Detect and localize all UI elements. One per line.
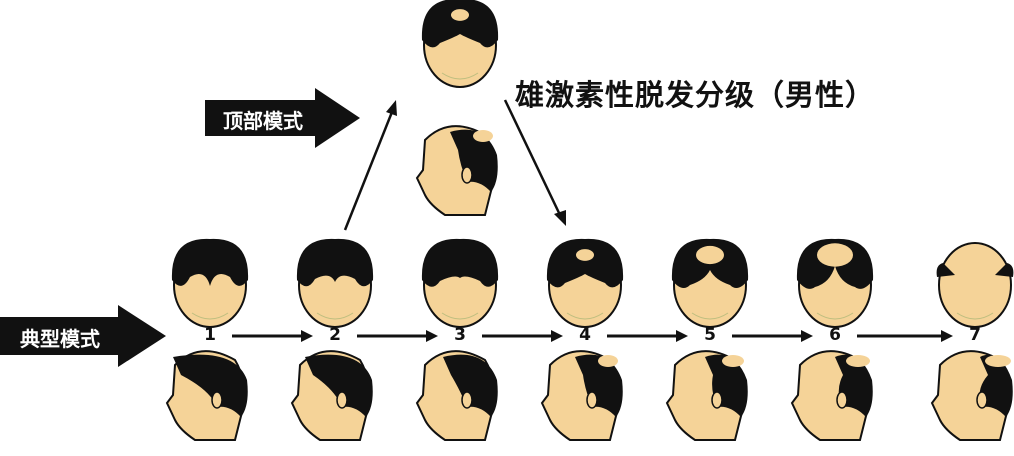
top-view-head-6 (796, 238, 874, 328)
typical-pattern-label: 典型模式 (20, 327, 100, 351)
stage-number-6: 6 (829, 325, 841, 345)
arrowhead (426, 330, 438, 342)
vertex-pattern-label: 顶部模式 (223, 109, 303, 133)
arrowhead (551, 330, 563, 342)
stage-number-2: 2 (329, 325, 341, 345)
vertex-pattern-arrow: 顶部模式 (205, 88, 365, 152)
down-arrow (503, 99, 562, 216)
arrowhead (941, 330, 953, 342)
side-view-head-7 (930, 350, 1013, 441)
top-view-head-5 (671, 238, 749, 328)
top-view-head-3 (421, 238, 499, 328)
stage-number-1: 1 (204, 325, 216, 345)
side-view-head-1 (165, 350, 248, 441)
stage-number-5: 5 (704, 325, 716, 345)
side-view-head-3 (415, 350, 498, 441)
side-view-head-6 (790, 350, 873, 441)
top-view-head-1 (171, 238, 249, 328)
stage-number-3: 3 (454, 325, 466, 345)
arrowhead (676, 330, 688, 342)
up-arrow (343, 111, 394, 231)
stage-number-4: 4 (579, 325, 591, 345)
stage-number-7: 7 (969, 325, 981, 345)
vertex-top-view-head (421, 0, 499, 88)
top-view-head-7 (936, 242, 1014, 328)
typical-pattern-arrow: 典型模式 (0, 305, 170, 371)
side-view-head-5 (665, 350, 748, 441)
arrowhead (386, 100, 397, 116)
arrowhead (554, 210, 566, 226)
side-view-head-2 (290, 350, 373, 441)
top-view-head-4 (546, 238, 624, 328)
arrowhead (301, 330, 313, 342)
side-view-head-4 (540, 350, 623, 441)
arrowhead (801, 330, 813, 342)
vertex-side-view-head (415, 125, 498, 216)
diagram-title: 雄激素性脱发分级（男性） (515, 78, 876, 112)
top-view-head-2 (296, 238, 374, 328)
